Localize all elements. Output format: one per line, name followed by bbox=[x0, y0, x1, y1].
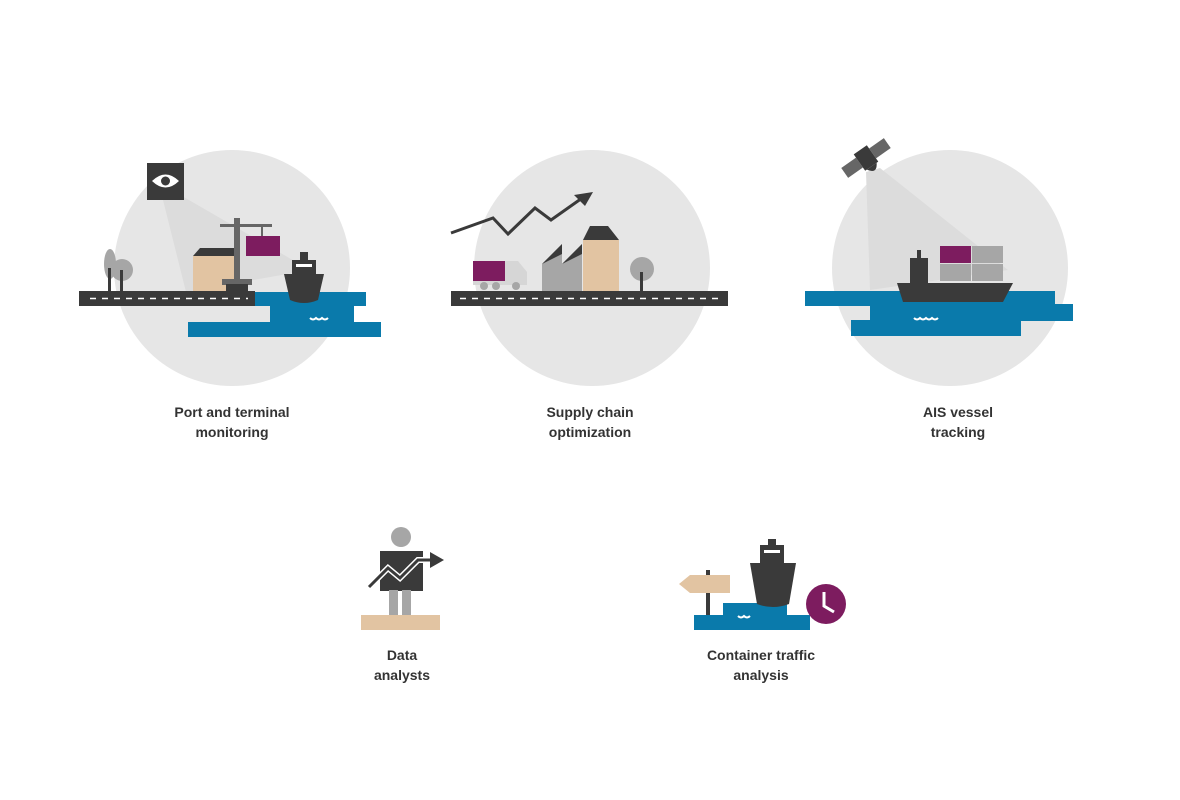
crane-icon bbox=[220, 218, 280, 292]
podium bbox=[361, 615, 440, 630]
caption-line: tracking bbox=[930, 424, 986, 440]
caption-line: Port and terminal bbox=[174, 404, 290, 420]
caption-line: analysts bbox=[373, 667, 431, 683]
trend-arrow-icon bbox=[450, 192, 593, 237]
ais-tracking-icon bbox=[805, 138, 1073, 386]
caption-line: optimization bbox=[548, 424, 632, 440]
caption-data-analysts: Data analysts bbox=[302, 645, 502, 685]
data-analyst-icon bbox=[361, 527, 444, 630]
factory-icon bbox=[542, 226, 619, 291]
ship-icon bbox=[284, 252, 324, 303]
caption-ais-vessel-tracking: AIS vessel tracking bbox=[858, 402, 1058, 442]
water bbox=[694, 603, 810, 630]
tree-icon bbox=[104, 249, 133, 292]
road bbox=[451, 291, 728, 306]
port-terminal-icon bbox=[79, 150, 381, 386]
caption-line: Data bbox=[386, 647, 418, 663]
ship-icon bbox=[750, 539, 796, 607]
container-traffic-icon bbox=[679, 539, 846, 630]
analyst-head bbox=[391, 527, 411, 547]
satellite-icon bbox=[841, 138, 891, 178]
container-ship-icon bbox=[897, 246, 1013, 302]
caption-supply-chain-optimization: Supply chain optimization bbox=[490, 402, 690, 442]
warehouse-roof bbox=[193, 248, 235, 256]
eye-icon bbox=[147, 163, 184, 200]
caption-line: Supply chain bbox=[546, 404, 634, 420]
analyst-leg-left bbox=[389, 590, 398, 616]
clock-icon bbox=[806, 584, 846, 624]
road bbox=[79, 291, 255, 306]
caption-line: analysis bbox=[733, 667, 789, 683]
analyst-leg-right bbox=[402, 590, 411, 616]
signpost-icon bbox=[679, 570, 730, 616]
caption-port-terminal-monitoring: Port and terminal monitoring bbox=[132, 402, 332, 442]
truck-icon bbox=[473, 261, 527, 290]
caption-line: monitoring bbox=[195, 424, 269, 440]
caption-line: Container traffic bbox=[706, 647, 816, 663]
trend-arrow-icon bbox=[366, 552, 444, 590]
caption-container-traffic-analysis: Container traffic analysis bbox=[661, 645, 861, 685]
caption-line: AIS vessel bbox=[922, 404, 994, 420]
water bbox=[188, 292, 381, 337]
tree-icon bbox=[630, 257, 654, 292]
supply-chain-icon bbox=[450, 150, 728, 386]
